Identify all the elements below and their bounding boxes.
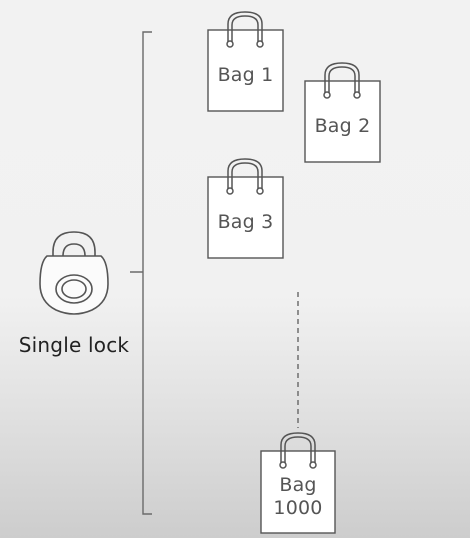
bag-3-handle-icon	[226, 158, 264, 195]
bag-1000	[260, 432, 336, 534]
bag-1-label: Bag 1	[217, 64, 274, 86]
bag-1-handle-icon	[226, 11, 264, 48]
bag-1	[207, 11, 284, 112]
padlock-icon	[39, 231, 109, 315]
bag-1000-label-line2: 1000	[273, 497, 323, 519]
bag-2-label: Bag 2	[314, 115, 371, 137]
bag-3-label: Bag 3	[217, 211, 274, 233]
lock-label: Single lock	[18, 333, 130, 357]
bag-1000-label-line1: Bag	[279, 474, 317, 496]
bag-1000-handle-icon	[279, 432, 317, 469]
bag-3	[207, 158, 284, 259]
bag-2-handle-icon	[323, 62, 361, 99]
grouping-bracket	[130, 31, 152, 515]
bag-2	[304, 62, 381, 163]
